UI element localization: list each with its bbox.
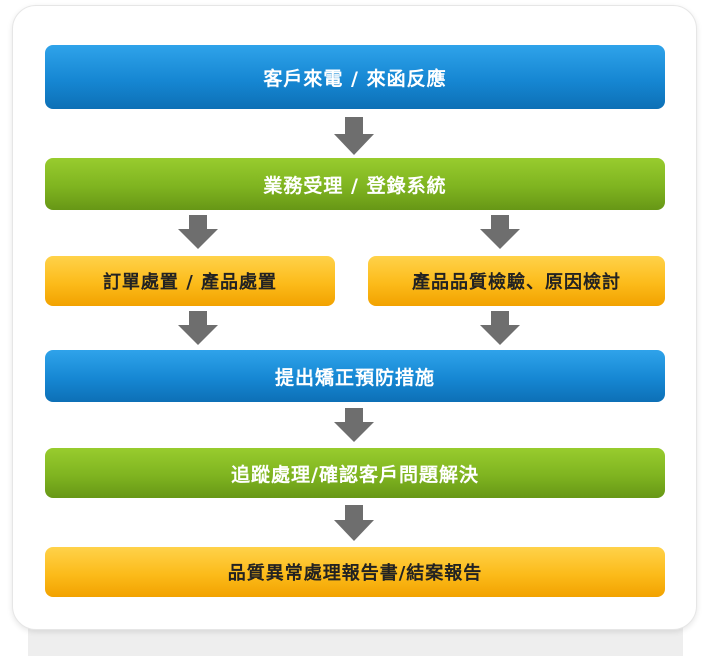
- step-order-product-handling: 訂單處置 / 產品處置: [45, 256, 335, 306]
- step-quality-inspection: 產品品質檢驗、原因檢討: [368, 256, 665, 306]
- step-business-intake-label: 業務受理 / 登錄系統: [263, 174, 447, 197]
- down-arrow-icon: [178, 311, 218, 345]
- step-customer-report: 客戶來電 / 來函反應: [45, 45, 665, 109]
- step-followup-resolution-label: 追蹤處理/確認客戶問題解決: [231, 463, 479, 486]
- step-quality-report: 品質異常處理報告書/結案報告: [45, 547, 665, 597]
- down-arrow-icon: [178, 215, 218, 249]
- down-arrow-icon: [334, 117, 374, 155]
- step-business-intake: 業務受理 / 登錄系統: [45, 158, 665, 210]
- step-corrective-action-label: 提出矯正預防措施: [274, 366, 435, 389]
- down-arrow-icon: [334, 505, 374, 541]
- down-arrow-icon: [334, 408, 374, 442]
- step-quality-report-label: 品質異常處理報告書/結案報告: [227, 563, 483, 584]
- step-followup-resolution: 追蹤處理/確認客戶問題解決: [45, 448, 665, 498]
- step-quality-inspection-label: 產品品質檢驗、原因檢討: [412, 272, 621, 293]
- down-arrow-icon: [480, 311, 520, 345]
- down-arrow-icon: [480, 215, 520, 249]
- step-order-product-handling-label: 訂單處置 / 產品處置: [102, 272, 278, 293]
- step-customer-report-label: 客戶來電 / 來函反應: [263, 67, 447, 90]
- step-corrective-action: 提出矯正預防措施: [45, 350, 665, 402]
